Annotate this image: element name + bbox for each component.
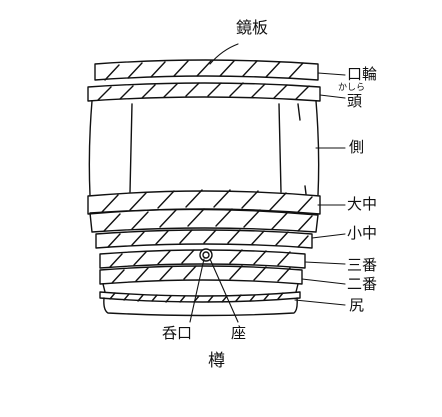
label-nomikuchi: 呑口	[162, 324, 193, 342]
label-sanban: 三番	[347, 256, 378, 274]
label-oonaka: 大中	[347, 195, 378, 213]
sanban-band	[99, 249, 306, 269]
leader-lines	[189, 43, 346, 323]
label-kashira-ruby: かしら	[338, 83, 366, 93]
kashira-band	[87, 82, 321, 102]
diagram-title: 樽	[208, 351, 225, 371]
label-kagami-ita: 鏡板	[236, 18, 269, 37]
niban-band	[99, 265, 303, 285]
lid-band	[94, 59, 319, 81]
oonaka-band	[87, 189, 321, 233]
tap-hole	[199, 248, 213, 262]
label-gawa: 側	[349, 138, 365, 156]
shiri-band	[99, 291, 301, 317]
label-za: 座	[231, 324, 247, 342]
label-shiri: 尻	[349, 296, 365, 314]
konaka-band	[95, 229, 313, 249]
label-konaka: 小中	[347, 224, 378, 242]
label-kuchiwa: 口輪	[347, 65, 378, 83]
barrel-side	[88, 100, 320, 196]
label-niban: 二番	[347, 275, 378, 293]
label-kashira: 頭	[347, 92, 363, 110]
